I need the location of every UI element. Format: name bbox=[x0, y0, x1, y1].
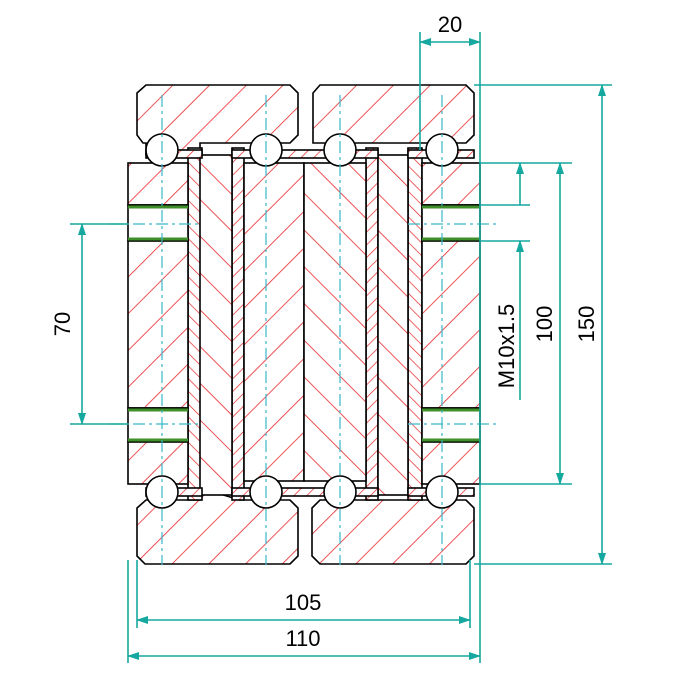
left-pad-middle bbox=[127, 240, 189, 409]
dim-label-100: 100 bbox=[532, 306, 557, 343]
dim-label-thread: M10x1.5 bbox=[494, 304, 519, 388]
inner-left-wall bbox=[231, 147, 245, 501]
flange-top-right bbox=[312, 84, 475, 144]
flange-bottom-right bbox=[311, 499, 475, 565]
dim-label-105: 105 bbox=[285, 590, 322, 615]
core-left-half bbox=[243, 162, 305, 482]
dim-label-20: 20 bbox=[438, 12, 462, 37]
dim-label-70: 70 bbox=[50, 312, 75, 336]
inner-right-wall bbox=[365, 147, 379, 501]
centerlines bbox=[110, 95, 500, 565]
left-pad-stack bbox=[127, 162, 189, 485]
right-pad-slot-lower bbox=[421, 407, 481, 443]
left-pad-top bbox=[127, 162, 189, 206]
right-pad-bottom bbox=[421, 441, 481, 485]
left-web bbox=[199, 154, 233, 496]
strap-top-center bbox=[231, 149, 379, 159]
left-pad-slot-lower bbox=[127, 407, 189, 443]
dimensions bbox=[70, 32, 612, 663]
strap-bottom-center bbox=[231, 487, 379, 497]
right-wall bbox=[407, 147, 423, 501]
right-pad-top bbox=[421, 162, 481, 206]
right-pad-stack bbox=[421, 162, 481, 485]
flanges bbox=[136, 84, 475, 565]
left-pad-slot-upper bbox=[127, 204, 189, 242]
dim-label-110: 110 bbox=[285, 626, 320, 651]
dim-label-150: 150 bbox=[574, 306, 599, 343]
right-web bbox=[377, 154, 409, 496]
dimension-labels: 20 70 M10x1.5 100 150 105 110 bbox=[50, 12, 599, 651]
central-core bbox=[243, 162, 367, 482]
right-pad-middle bbox=[421, 240, 481, 409]
right-pad-slot-upper bbox=[421, 204, 481, 242]
core-right-half bbox=[303, 162, 367, 482]
